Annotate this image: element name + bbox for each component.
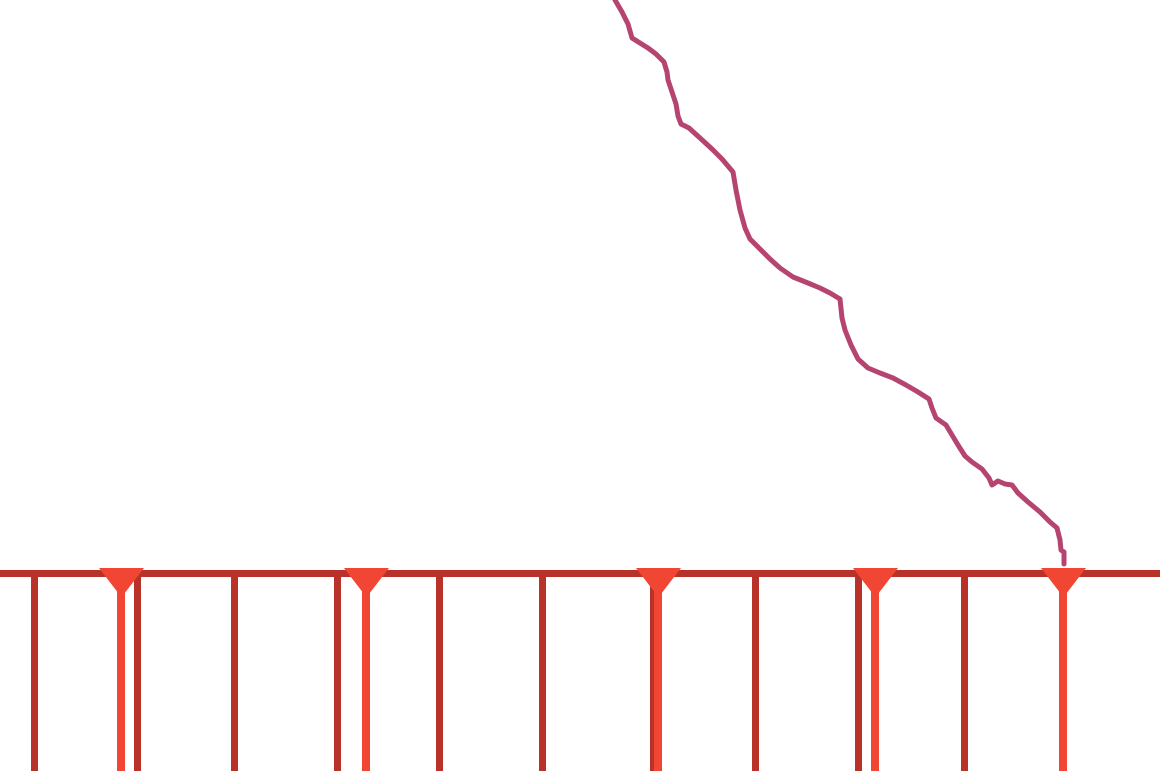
funnel-marker-head bbox=[853, 568, 898, 594]
funnel-marker-stem bbox=[654, 590, 662, 771]
pillar bbox=[231, 577, 238, 771]
funnel-marker[interactable] bbox=[636, 568, 681, 771]
pillar bbox=[539, 577, 546, 771]
funnel-marker-stem bbox=[117, 590, 125, 771]
descending-trail-line bbox=[612, 0, 1067, 567]
pillar bbox=[855, 577, 862, 771]
pillar-group bbox=[31, 577, 968, 771]
funnel-marker-stem bbox=[871, 590, 879, 771]
pillar bbox=[334, 577, 341, 771]
funnel-marker-head bbox=[344, 568, 389, 594]
horizontal-rail bbox=[0, 570, 1160, 577]
funnel-marker-head bbox=[1041, 568, 1086, 594]
funnel-marker[interactable] bbox=[344, 568, 389, 771]
pillar bbox=[31, 577, 38, 771]
pillar bbox=[752, 577, 759, 771]
funnel-marker[interactable] bbox=[1041, 568, 1086, 771]
funnel-marker[interactable] bbox=[99, 568, 144, 771]
pillar bbox=[961, 577, 968, 771]
pillar bbox=[134, 577, 141, 771]
marker-group bbox=[99, 568, 1086, 771]
funnel-marker[interactable] bbox=[853, 568, 898, 771]
funnel-marker-head bbox=[99, 568, 144, 594]
funnel-marker-head bbox=[636, 568, 681, 594]
funnel-marker-stem bbox=[1059, 590, 1067, 771]
pillar bbox=[436, 577, 443, 771]
funnel-marker-stem bbox=[362, 590, 370, 771]
pillar bbox=[650, 577, 657, 771]
